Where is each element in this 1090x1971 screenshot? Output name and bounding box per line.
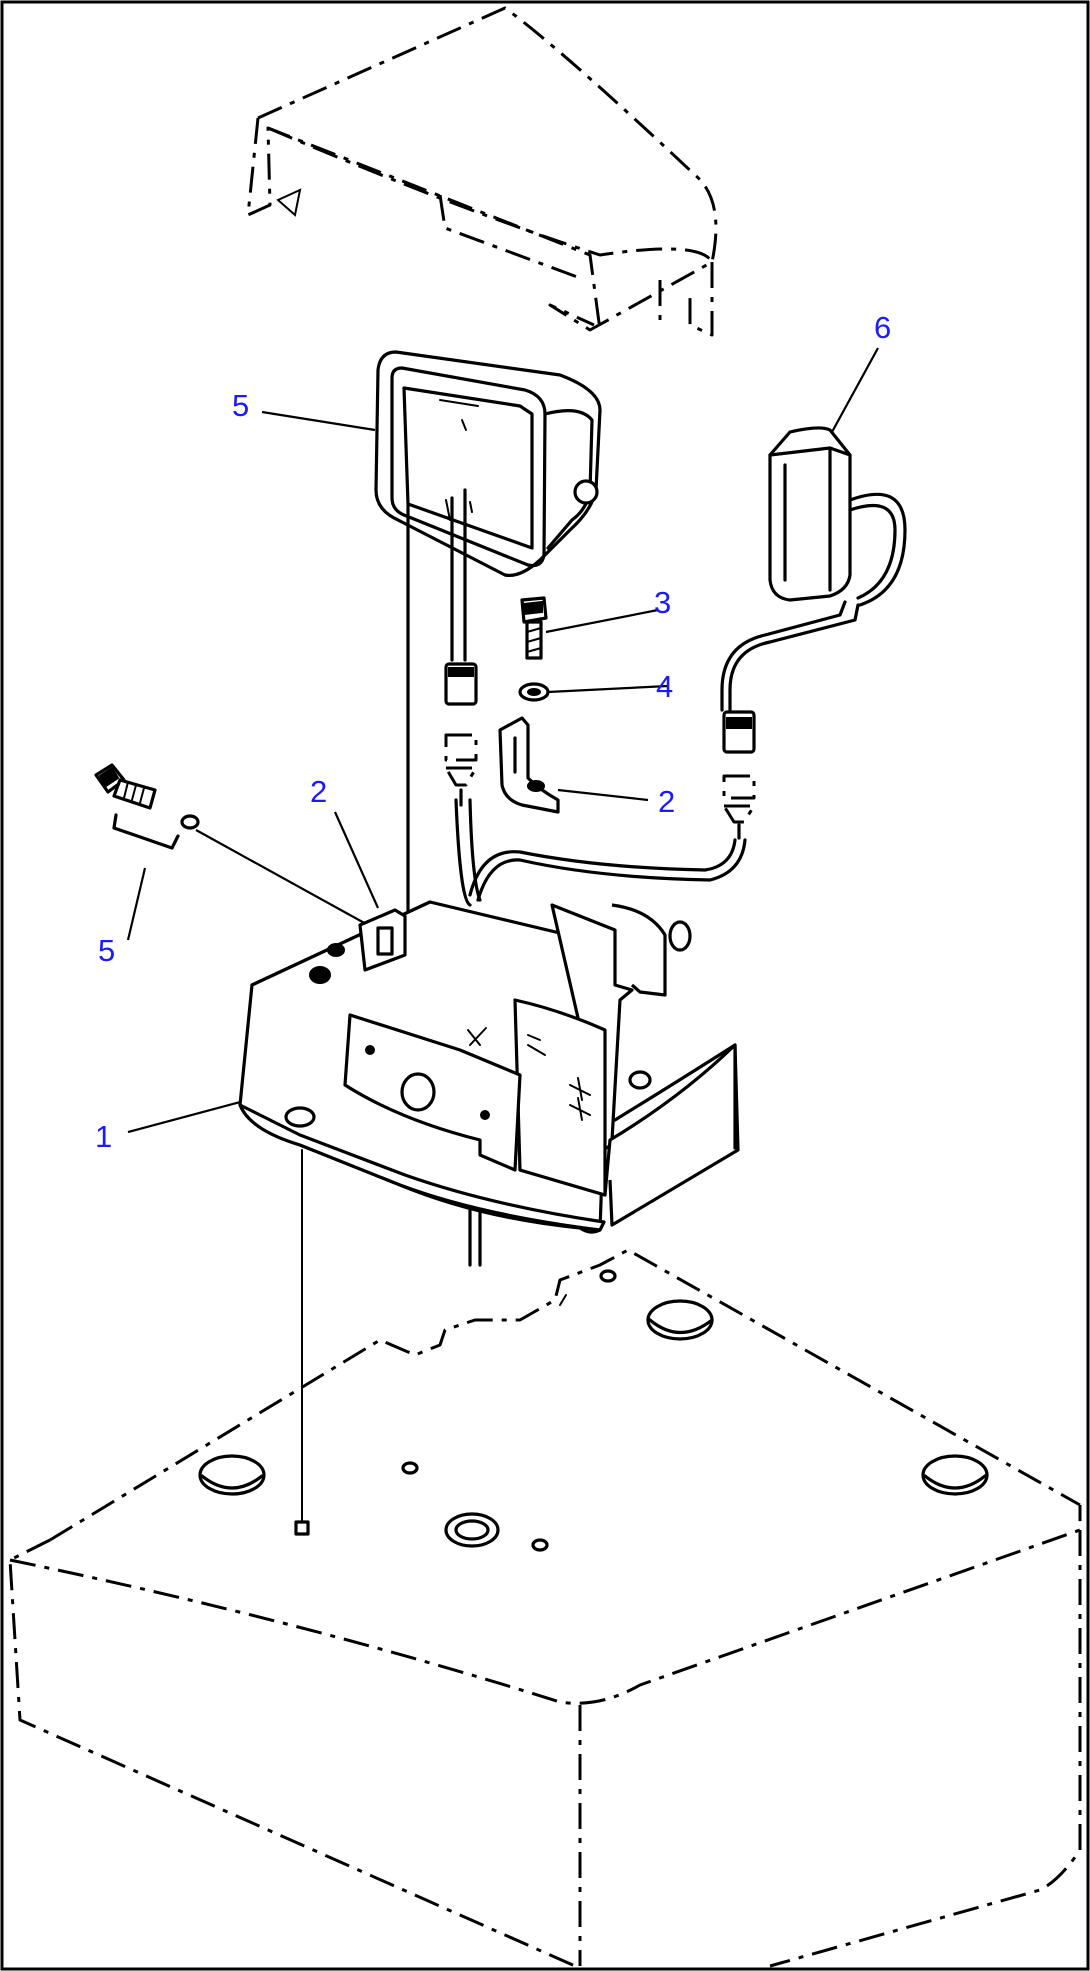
callout-5-top: 5 (232, 388, 249, 423)
top-cover-dashed (246, 6, 718, 337)
headlamp-part-5 (374, 350, 602, 912)
callout-3: 3 (654, 585, 671, 620)
callout-6: 6 (874, 310, 891, 345)
bracket-part-2-right (498, 716, 560, 814)
callout-2-left: 2 (310, 774, 327, 809)
washer-part-4 (518, 682, 550, 702)
callout-4: 4 (656, 669, 673, 704)
leader-lines (126, 347, 879, 1134)
bolt-part-3 (520, 596, 548, 660)
callout-2-right: 2 (658, 784, 675, 819)
callout-1: 1 (95, 1119, 112, 1154)
base-block-dashed (8, 1248, 1082, 1968)
bolt-part-5-left (94, 763, 369, 926)
callout-5-bottom: 5 (98, 933, 115, 968)
relay-part-6 (468, 426, 907, 902)
main-bracket-part-1 (238, 900, 740, 1536)
callout-labels: 1 2 2 3 4 5 5 6 (95, 310, 891, 1154)
